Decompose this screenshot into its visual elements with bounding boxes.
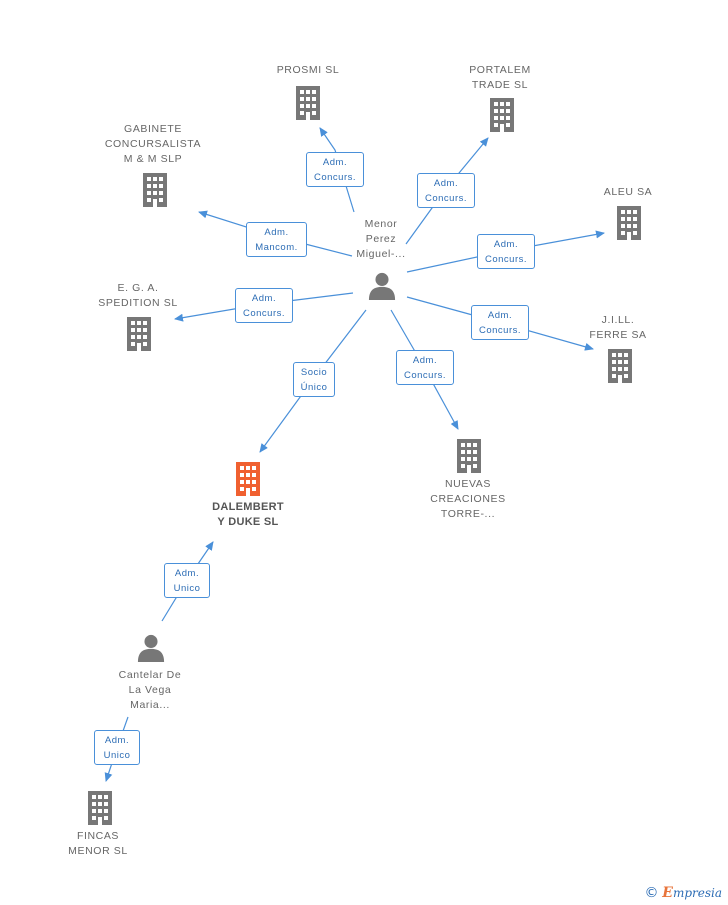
node-label-menor-perez[interactable]: Menor Perez Miguel-... [356, 218, 406, 260]
node-label-jill[interactable]: J.I.LL. FERRE SA [589, 314, 647, 341]
building-icon[interactable] [143, 173, 167, 207]
node-label-portalem[interactable]: PORTALEM TRADE SL [469, 64, 531, 91]
copyright-icon: © [644, 885, 659, 901]
node-label-aleu[interactable]: ALEU SA [603, 186, 653, 198]
node-label-cantelar[interactable]: Cantelar De La Vega Maria... [118, 669, 182, 711]
node-label-dalembert[interactable]: DALEMBERT Y DUKE SL [212, 501, 284, 528]
relation-label-nuevas[interactable]: Adm. Concurs. [396, 350, 454, 385]
building-icon[interactable] [127, 317, 151, 351]
building-icon[interactable] [617, 206, 641, 240]
relation-label-prosmi[interactable]: Adm. Concurs. [306, 152, 364, 187]
building-icon[interactable] [490, 98, 514, 132]
person-icon[interactable] [137, 634, 165, 662]
building-icon[interactable] [608, 349, 632, 383]
building-icon[interactable] [236, 462, 260, 496]
person-icon[interactable] [368, 272, 396, 300]
empresia-logo: © Empresia [644, 885, 722, 901]
node-label-nuevas[interactable]: NUEVAS CREACIONES TORRE-... [430, 478, 506, 520]
relation-label-cantelar-dalembert[interactable]: Adm. Unico [164, 563, 210, 598]
building-icon[interactable] [88, 791, 112, 825]
node-label-ega[interactable]: E. G. A. SPEDITION SL [98, 282, 178, 309]
building-icon[interactable] [296, 86, 320, 120]
relation-label-cantelar-fincas[interactable]: Adm. Unico [94, 730, 140, 765]
relation-label-portalem[interactable]: Adm. Concurs. [417, 173, 475, 208]
node-label-prosmi[interactable]: PROSMI SL [276, 64, 340, 76]
relation-label-jill[interactable]: Adm. Concurs. [471, 305, 529, 340]
relation-label-aleu[interactable]: Adm. Concurs. [477, 234, 535, 269]
relation-label-gabinete[interactable]: Adm. Mancom. [246, 222, 307, 257]
node-label-gabinete[interactable]: GABINETE CONCURSALISTA M & M SLP [104, 123, 202, 165]
brand-initial: E [662, 885, 673, 901]
node-label-fincas[interactable]: FINCAS MENOR SL [68, 830, 128, 857]
edge-prosmi [319, 127, 355, 213]
building-icon[interactable] [457, 439, 481, 473]
relation-label-ega[interactable]: Adm. Concurs. [235, 288, 293, 323]
brand-name: mpresia [672, 886, 722, 900]
relation-label-dalembert[interactable]: Socio Único [293, 362, 335, 397]
